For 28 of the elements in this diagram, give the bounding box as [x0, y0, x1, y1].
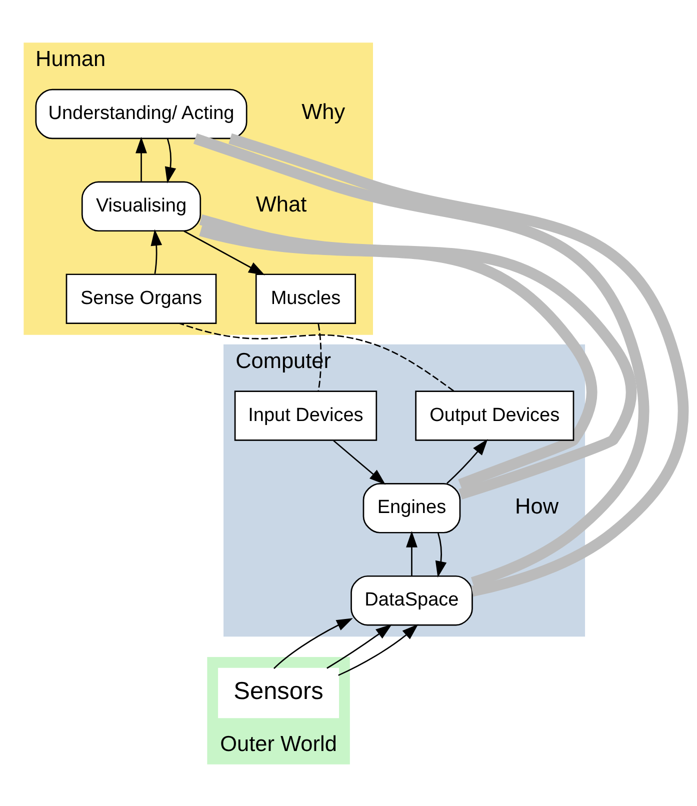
- node-box: DataSpace: [350, 574, 473, 626]
- node-box: Muscles: [255, 273, 356, 324]
- connector: [318, 323, 322, 391]
- arrow: [136, 136, 147, 181]
- node-box: Engines: [362, 482, 461, 533]
- node-box: Visualising: [81, 180, 202, 232]
- connector: [228, 132, 688, 596]
- node-label: Why: [302, 98, 346, 124]
- arrow: [406, 530, 418, 575]
- arrow: [435, 532, 447, 578]
- connector: [180, 322, 454, 391]
- node-box: Understanding/ Acting: [35, 88, 248, 139]
- connector: [199, 214, 637, 499]
- node-box: Sensors: [218, 667, 340, 718]
- connector: [193, 132, 650, 588]
- arrow: [164, 138, 176, 183]
- node-box: Input Devices: [234, 390, 378, 440]
- arrow: [274, 618, 353, 669]
- arrow: [338, 624, 418, 676]
- arrow: [150, 228, 162, 274]
- node-label: How: [515, 492, 559, 518]
- arrow: [326, 624, 392, 668]
- arrow: [446, 438, 488, 484]
- node-box: Sense Organs: [66, 273, 217, 324]
- node-label: What: [256, 191, 307, 216]
- node-box: Output Devices: [415, 390, 574, 440]
- arrow: [333, 440, 386, 484]
- arrow: [184, 230, 265, 275]
